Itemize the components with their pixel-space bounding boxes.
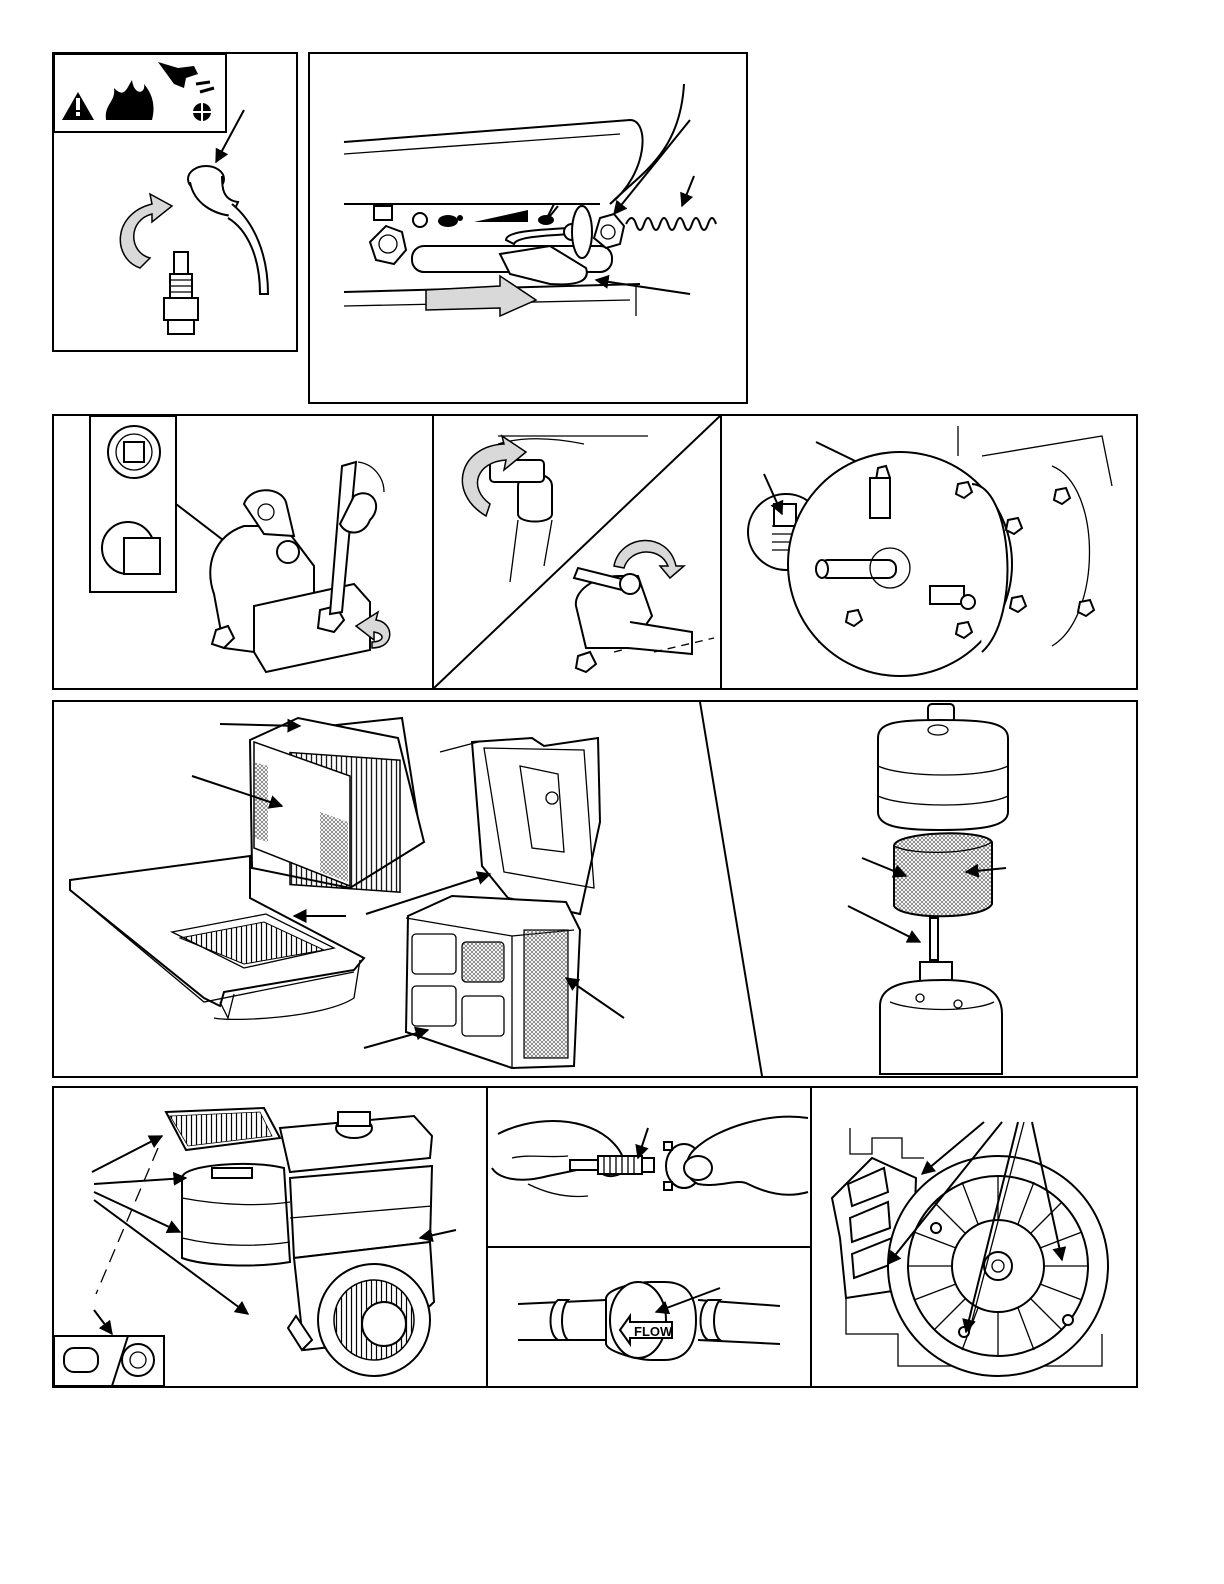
fire-icon [106,80,154,120]
fig-gear-reduction [720,414,1138,690]
label-arrow [92,1136,162,1172]
warning-icon [62,92,94,120]
label-arrow [638,1128,648,1158]
fig-air-cleaner-oval [52,700,1138,1078]
fig-speed-control [308,52,748,404]
fig-oil-fill [432,414,722,690]
oil-fill-plug [574,568,714,672]
plug-detail-inset [90,416,176,592]
label-arrow [94,1178,186,1184]
engine-body [166,1108,434,1376]
hazard-icon-box [54,54,226,132]
label-arrow [216,110,244,162]
hand-hazard-icon [158,62,214,122]
turtle-slow-icon [438,215,463,227]
fig-blower-housing [810,1086,1138,1388]
right-hand [684,1117,808,1195]
spark-plug [164,252,198,334]
choke-icon [413,213,427,227]
oval-filter [894,833,992,916]
fig-engine-cooling [52,1086,488,1388]
fig-oil-drain [52,414,434,690]
label-arrow [94,1310,112,1334]
label-arrow [614,120,690,214]
fuel-filter: FLOW [606,1282,696,1360]
inset-detail [54,1336,164,1386]
gear-case [788,426,1112,676]
speed-wedge [474,210,528,222]
label-arrow [596,280,690,294]
fig-spark-plug-lead [52,52,298,352]
flywheel [888,1156,1108,1376]
oval-base [880,918,1002,1074]
flow-label: FLOW [634,1324,673,1339]
fig-spark-plug-gap [486,1086,812,1248]
fig-fuel-filter: FLOW [486,1246,812,1388]
rotate-arrow-icon [614,540,684,578]
direction-arrow-icon [426,276,536,316]
oval-cover [878,704,1008,830]
governor-spring [626,218,716,230]
label-arrow [682,176,694,206]
rabbit-fast-icon [538,204,558,225]
spark-plug-boot [188,166,268,294]
rotate-arrow-icon [120,194,172,268]
